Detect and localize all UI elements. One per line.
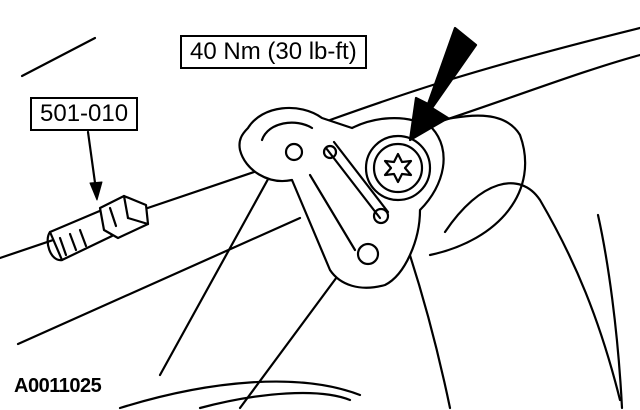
body-structure-lines: [0, 26, 640, 410]
torx-socket-icon: [46, 194, 150, 262]
arrow-icon: [408, 26, 478, 142]
tool-leader-arrow: [86, 130, 103, 201]
torx-bolt-icon: [364, 134, 432, 202]
torque-spec-label: 40 Nm (30 lb-ft): [180, 35, 367, 69]
tool-number-label: 501-010: [30, 97, 139, 131]
figure-id: A0011025: [14, 375, 102, 397]
